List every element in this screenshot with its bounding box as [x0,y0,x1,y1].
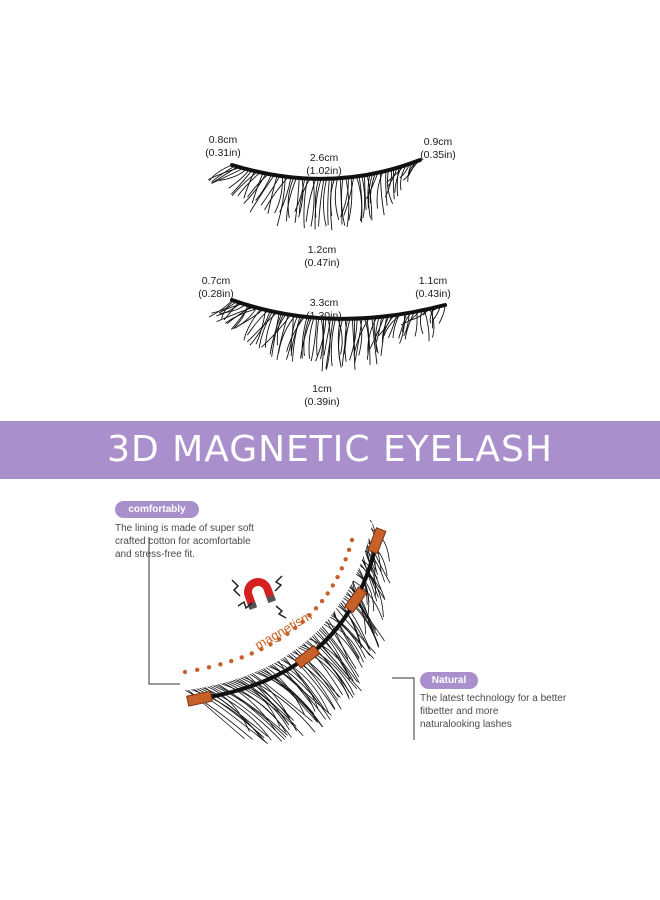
bottom-length-label: 3.3cm(1.30in) [306,297,342,322]
comfortably-description: The lining is made of super soft crafted… [115,523,254,560]
magnetic-eyelash-closeup [178,517,391,745]
page-title: 3D MAGNETIC EYELASH [107,429,553,470]
bottom-left-width-label: 0.7cm(0.28in) [198,275,234,300]
top-length-label: 2.6cm(1.02in) [306,152,342,177]
top-eyelash-image [207,158,422,231]
top-right-width-label: 0.9cm(0.35in) [420,136,456,161]
spark-icon [231,575,287,619]
bottom-right-width-label: 1.1cm(0.43in) [415,275,451,300]
comfortably-badge: comfortably [115,501,199,518]
top-height-label: 1.2cm(0.47in) [304,244,340,269]
top-left-width-label: 0.8cm(0.31in) [205,134,241,159]
natural-description: The latest technology for a better fitbe… [420,693,567,730]
magnet-icon [244,578,276,610]
natural-badge: Natural [420,672,478,689]
bottom-height-label: 1cm(0.39in) [304,383,340,408]
bottom-eyelash-image [208,298,447,372]
title-banner: 3D MAGNETIC EYELASH [0,421,660,479]
callout-lines [148,537,415,740]
